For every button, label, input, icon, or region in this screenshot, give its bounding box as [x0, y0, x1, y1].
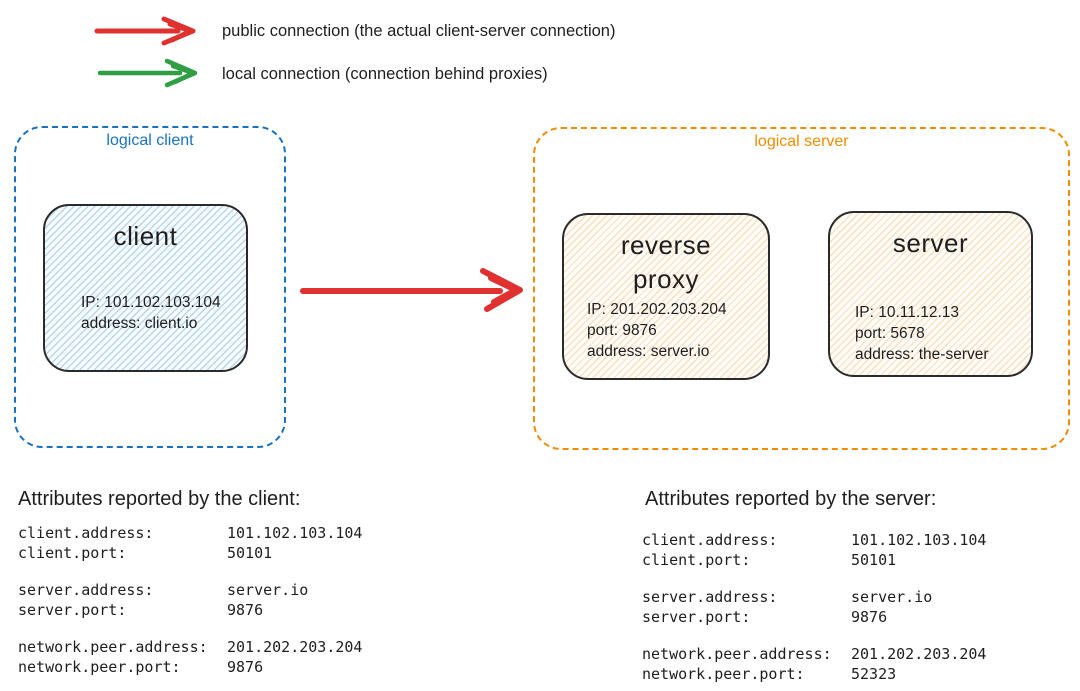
logical-server-label: logical server: [754, 133, 849, 150]
client-node: client IP: 101.102.103.104 address: clie…: [43, 204, 248, 372]
attr-row: server.port: 9876: [18, 601, 362, 621]
server-attributes-table: client.address: 101.102.103.104 client.po…: [642, 531, 986, 691]
attr-key: network.peer.port:: [642, 664, 805, 683]
attr-row: network.peer.address: 201.202.203.204: [642, 645, 986, 665]
server-node-details: IP: 10.11.12.13 port: 5678 address: the-…: [830, 302, 1031, 365]
attr-key: server.address:: [642, 588, 778, 606]
attr-key: server.address:: [18, 581, 154, 599]
client-attr-group: network.peer.address: 201.202.203.204 net…: [18, 638, 362, 677]
attr-row: client.address: 101.102.103.104: [642, 531, 986, 551]
legend-public-connection-label: public connection (the actual client-ser…: [222, 22, 616, 40]
client-attributes-table: client.address: 101.102.103.104 client.po…: [18, 524, 362, 691]
legend-local-connection-label: local connection (connection behind prox…: [222, 65, 548, 83]
client-attr-group: client.address: 101.102.103.104 client.po…: [18, 524, 362, 563]
attr-row: server.address: server.io: [18, 581, 362, 601]
attr-value: 50101: [851, 550, 897, 569]
reverse-proxy-ip-line: IP: 201.202.203.204: [587, 301, 727, 318]
attr-key: network.peer.address:: [642, 645, 832, 663]
attr-row: server.address: server.io: [642, 588, 986, 608]
attr-row: client.address: 101.102.103.104: [18, 524, 362, 544]
attr-key: client.address:: [642, 531, 778, 549]
attr-row: network.peer.address: 201.202.203.204: [18, 638, 362, 658]
reverse-proxy-address-line: address: server.io: [587, 343, 710, 360]
attr-key: client.port:: [642, 550, 751, 569]
client-attr-group: server.address: server.io server.port: 987…: [18, 581, 362, 620]
attr-row: client.port: 50101: [18, 544, 362, 564]
server-ip-line: IP: 10.11.12.13: [855, 304, 959, 321]
reverse-proxy-node: reverse proxy IP: 201.202.203.204 port: …: [562, 213, 770, 380]
attr-value: server.io: [227, 581, 309, 599]
server-node-title: server: [892, 228, 969, 258]
logical-client-label: logical client: [106, 132, 194, 149]
attr-row: server.port: 9876: [642, 608, 986, 628]
attr-row: network.peer.port: 9876: [18, 658, 362, 678]
attr-value: 50101: [227, 543, 273, 562]
attr-key: server.port:: [642, 607, 751, 626]
attr-value: 9876: [851, 607, 888, 626]
client-to-server-public-arrow: [300, 268, 523, 312]
server-address-line: address: the-server: [855, 346, 989, 363]
attr-value: 52323: [851, 664, 897, 683]
client-address-line: address: client.io: [81, 315, 198, 332]
server-port-line: port: 5678: [855, 325, 925, 342]
attr-value: 9876: [227, 600, 264, 619]
attr-key: server.port:: [18, 600, 127, 619]
attr-value: server.io: [851, 588, 933, 606]
server-attr-group: server.address: server.io server.port: 987…: [642, 588, 986, 627]
attr-value: 9876: [227, 657, 264, 676]
client-attributes-title: Attributes reported by the client:: [18, 488, 301, 510]
public-connection-legend-arrow-icon: [94, 16, 196, 46]
server-attr-group: client.address: 101.102.103.104 client.po…: [642, 531, 986, 570]
attr-row: client.port: 50101: [642, 551, 986, 571]
attr-row: network.peer.port: 52323: [642, 665, 986, 685]
local-connection-legend-arrow-icon: [97, 58, 198, 88]
client-node-details: IP: 101.102.103.104 address: client.io: [45, 292, 246, 334]
attr-key: network.peer.port:: [18, 657, 181, 676]
attr-key: network.peer.address:: [18, 638, 208, 656]
reverse-proxy-node-title: reverse proxy: [620, 230, 712, 294]
server-attributes-title: Attributes reported by the server:: [645, 488, 937, 510]
logical-server-group: logical server: [533, 127, 1070, 450]
attr-value: 101.102.103.104: [851, 531, 987, 549]
server-attr-group: network.peer.address: 201.202.203.204 net…: [642, 645, 986, 684]
client-node-title: client: [113, 221, 178, 251]
attr-value: 201.202.203.204: [851, 645, 987, 663]
attr-key: client.address:: [18, 524, 154, 542]
client-ip-line: IP: 101.102.103.104: [81, 294, 221, 311]
logical-client-group: logical client: [14, 126, 286, 448]
server-node: server IP: 10.11.12.13 port: 5678 addres…: [828, 211, 1033, 377]
attr-value: 101.102.103.104: [227, 524, 363, 542]
attr-key: client.port:: [18, 543, 127, 562]
reverse-proxy-node-details: IP: 201.202.203.204 port: 9876 address: …: [564, 299, 768, 362]
reverse-proxy-port-line: port: 9876: [587, 322, 657, 339]
attr-value: 201.202.203.204: [227, 638, 363, 656]
